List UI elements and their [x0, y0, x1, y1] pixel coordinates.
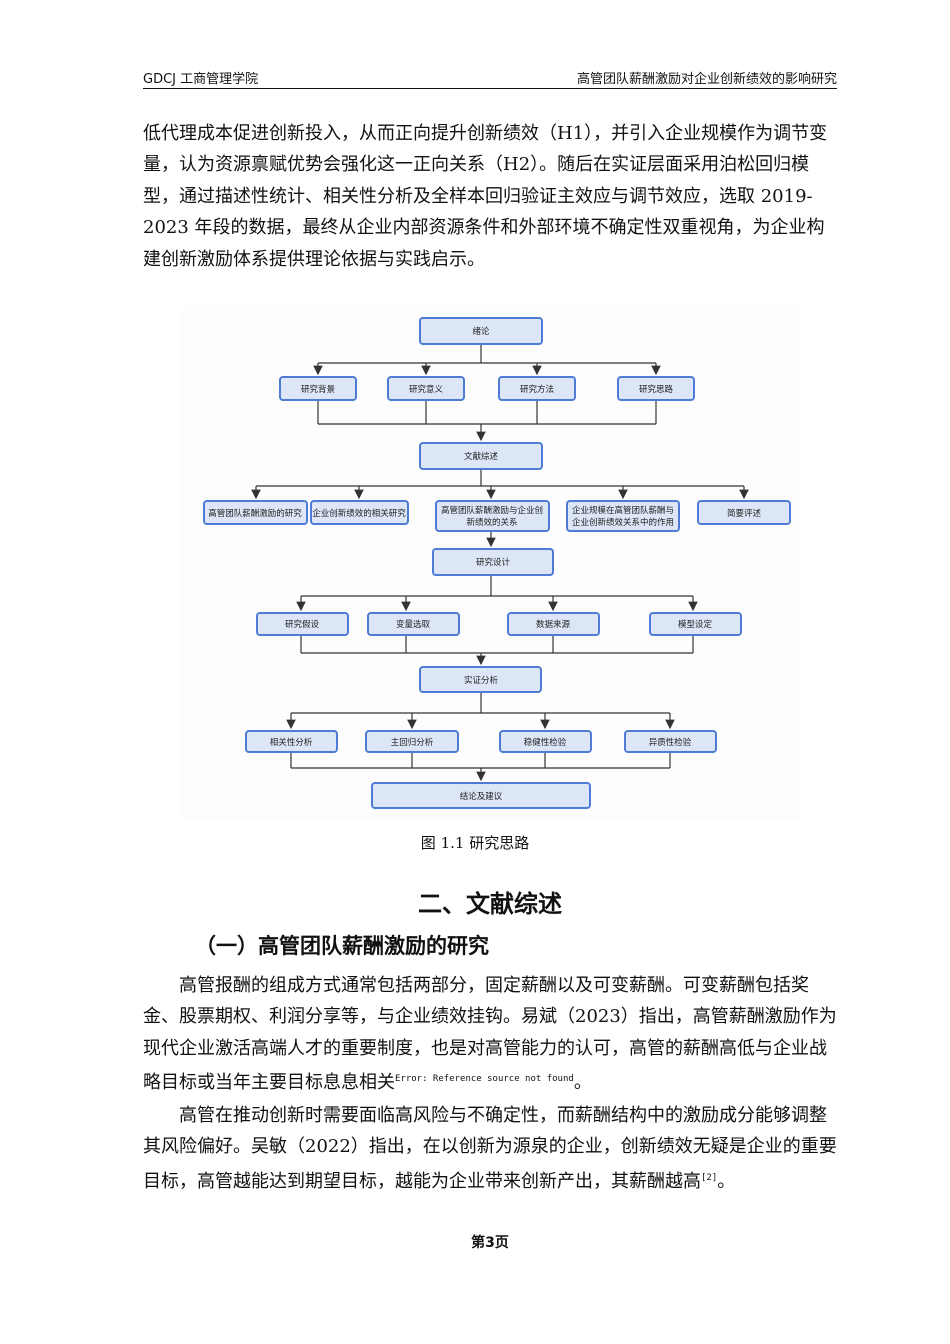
research-flowchart: 绪论 研究背景 研究意义 研究方法 研究思路 文献综述 高管团队薪酬激励的研究 [181, 306, 800, 820]
node-label: 研究方法 [520, 384, 554, 395]
figure-caption: 图 1.1 研究思路 [420, 834, 530, 852]
node-review-child: 高管团队薪酬激励的研究 [203, 500, 308, 525]
node-label: 高管团队薪酬激励的研究 [208, 508, 302, 519]
intro-paragraph: 低代理成本促进创新投入，从而正向提升创新绩效（H1），并引入企业规模作为调节变量… [143, 123, 828, 270]
node-label: 变量选取 [396, 619, 431, 630]
node-intro-child: 研究意义 [387, 376, 465, 401]
node-empirical-child: 异质性检验 [624, 730, 717, 753]
node-label: 企业规模在高管团队薪酬与 [572, 505, 674, 516]
node-design-child: 变量选取 [367, 612, 460, 636]
reference-error: Error: Reference source not found [395, 1074, 574, 1085]
paragraph-text: 高管报酬的组成方式通常包括两部分，固定薪酬以及可变薪酬。可变薪酬包括奖金、股票期… [143, 975, 837, 1094]
section-title: 二、文献综述 [418, 890, 562, 918]
node-empirical-child: 主回归分析 [365, 730, 459, 753]
node-design: 研究设计 [432, 548, 554, 576]
node-empirical-child: 稳健性检验 [499, 730, 592, 753]
node-design-child: 数据来源 [507, 612, 600, 636]
node-label: 简要评述 [727, 508, 762, 519]
node-label: 主回归分析 [391, 737, 434, 748]
paragraph-text: 高管在推动创新时需要面临高风险与不确定性，而薪酬结构中的激励成分能够调整其风险偏… [143, 1105, 837, 1192]
node-label: 企业创新绩效关系中的作用 [572, 517, 674, 528]
node-review-child: 简要评述 [697, 500, 791, 525]
node-label: 研究假设 [285, 619, 320, 630]
node-conclusion: 结论及建议 [371, 782, 591, 809]
node-intro-child: 研究方法 [498, 376, 576, 401]
node-label: 高管团队薪酬激励与企业创 [441, 505, 543, 516]
node-intro: 绪论 [419, 317, 543, 345]
page-header: GDCJ 工商管理学院 高管团队薪酬激励对企业创新绩效的影响研究 [143, 64, 837, 89]
node-label: 新绩效的关系 [466, 517, 517, 528]
header-school: GDCJ 工商管理学院 [143, 72, 259, 87]
node-review-child: 高管团队薪酬激励与企业创 新绩效的关系 [435, 500, 550, 532]
paragraph-risk-preference: 高管在推动创新时需要面临高风险与不确定性，而薪酬结构中的激励成分能够调整其风险偏… [143, 1100, 837, 1197]
node-review-child: 企业规模在高管团队薪酬与 企业创新绩效关系中的作用 [566, 500, 680, 532]
subsection-title: （一）高管团队薪酬激励的研究 [195, 934, 489, 958]
node-label: 稳健性检验 [524, 737, 567, 748]
paragraph-end: 。 [573, 1072, 592, 1094]
node-design-label: 研究设计 [476, 557, 511, 568]
flowchart-svg: 绪论 研究背景 研究意义 研究方法 研究思路 文献综述 高管团队薪酬激励的研究 [203, 317, 791, 809]
node-empirical: 实证分析 [419, 666, 542, 693]
flowchart-connectors [251, 344, 749, 782]
node-conclusion-label: 结论及建议 [460, 791, 503, 802]
node-intro-child: 研究思路 [617, 376, 695, 401]
node-label: 异质性检验 [649, 737, 692, 748]
paragraph-compensation-structure: 高管报酬的组成方式通常包括两部分，固定薪酬以及可变薪酬。可变薪酬包括奖金、股票期… [143, 970, 837, 1099]
node-design-child: 模型设定 [649, 612, 742, 636]
node-label: 模型设定 [678, 619, 713, 630]
node-design-child: 研究假设 [256, 612, 349, 636]
node-label: 数据来源 [536, 619, 571, 630]
citation-ref: [2] [701, 1172, 718, 1183]
paragraph-end: 。 [717, 1170, 736, 1192]
node-label: 相关性分析 [270, 737, 313, 748]
node-label: 研究背景 [301, 384, 335, 395]
node-label: 研究思路 [639, 384, 674, 395]
page-number: 第3页 [471, 1235, 509, 1251]
header-thesis-title: 高管团队薪酬激励对企业创新绩效的影响研究 [576, 72, 837, 87]
node-intro-child: 研究背景 [279, 376, 357, 401]
node-review-label: 文献综述 [464, 451, 499, 462]
node-review: 文献综述 [419, 442, 543, 470]
node-empirical-label: 实证分析 [464, 675, 499, 686]
node-label: 研究意义 [409, 384, 444, 395]
node-label: 企业创新绩效的相关研究 [312, 508, 406, 519]
node-review-child: 企业创新绩效的相关研究 [310, 500, 409, 525]
node-empirical-child: 相关性分析 [245, 730, 338, 753]
node-intro-label: 绪论 [472, 326, 490, 337]
